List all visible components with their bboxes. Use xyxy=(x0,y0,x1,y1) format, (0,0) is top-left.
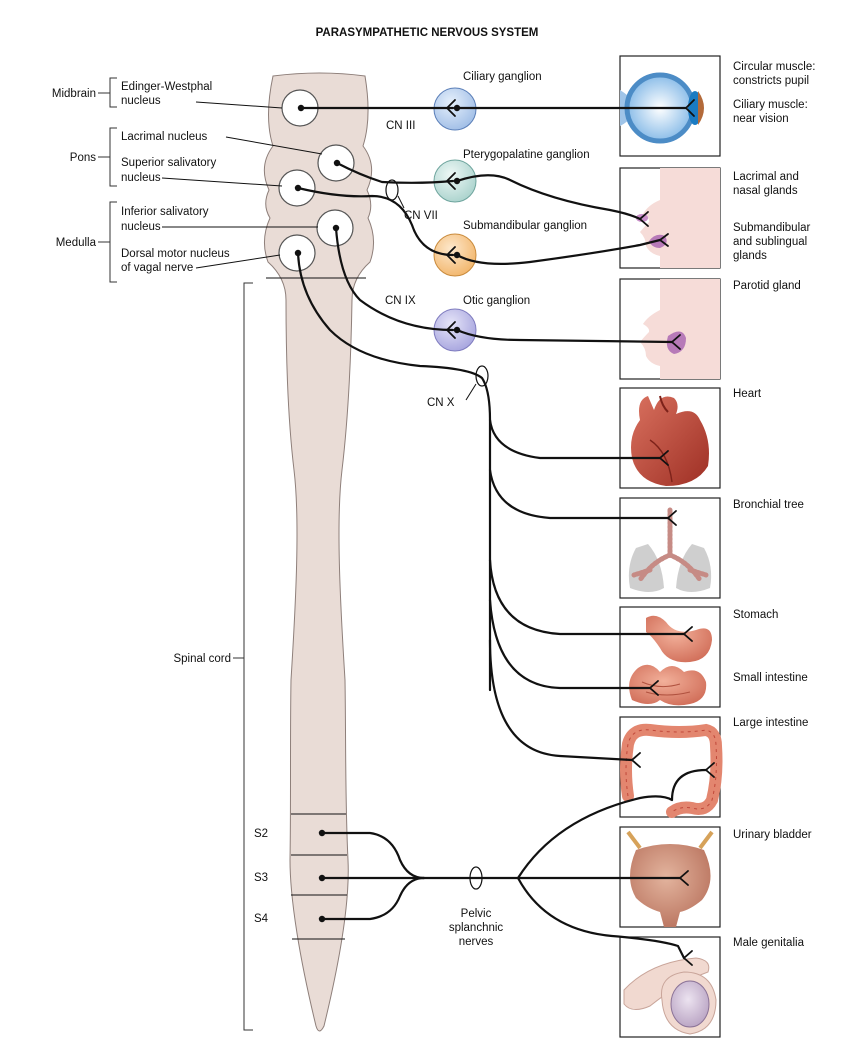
target-submand-label-3: glands xyxy=(733,250,767,262)
target-ciliary-label-2: near vision xyxy=(733,113,789,125)
pelvic-label-3: nerves xyxy=(459,936,494,948)
sacral-s4-label: S4 xyxy=(254,913,269,925)
target-heart-label: Heart xyxy=(733,388,762,400)
nerve-cn10-label: CN X xyxy=(427,397,455,409)
nucleus-sup-sal-label-1: Superior salivatory xyxy=(121,157,216,169)
target-genitalia-label: Male genitalia xyxy=(733,937,805,949)
diagram-title: PARASYMPATHETIC NERVOUS SYSTEM xyxy=(316,27,539,39)
sacral-s3-label: S3 xyxy=(254,872,268,884)
nucleus-inf-sal-label-1: Inferior salivatory xyxy=(121,206,209,218)
target-lacrimal-label-1: Lacrimal and xyxy=(733,171,799,183)
region-midbrain-label: Midbrain xyxy=(52,88,96,100)
target-lacrimal-label-2: nasal glands xyxy=(733,185,798,197)
region-medulla-label: Medulla xyxy=(56,237,97,249)
nucleus-dorsal-label-2: of vagal nerve xyxy=(121,262,193,274)
nucleus-edinger-label-1: Edinger-Westphal xyxy=(121,81,212,93)
nucleus-sup-sal-label-2: nucleus xyxy=(121,172,161,184)
nerve-cn7-label: CN VII xyxy=(404,210,438,222)
region-pons-label: Pons xyxy=(70,152,96,164)
vagus-branch-large-intestine xyxy=(490,640,632,760)
target-submand-label-2: and sublingual xyxy=(733,236,807,248)
target-ciliary-label-1: Ciliary muscle: xyxy=(733,99,808,111)
pelvic-label-1: Pelvic xyxy=(461,908,492,920)
target-small-intestine-label: Small intestine xyxy=(733,672,808,684)
ciliary-ganglion-label: Ciliary ganglion xyxy=(463,71,542,83)
nucleus-inf-sal-label-2: nucleus xyxy=(121,221,161,233)
region-spinal-cord-label: Spinal cord xyxy=(173,653,231,665)
target-circular-label-1: Circular muscle: xyxy=(733,61,815,73)
nucleus-lacrimal-label: Lacrimal nucleus xyxy=(121,131,208,143)
nucleus-edinger-label-2: nucleus xyxy=(121,95,161,107)
target-parotid-label: Parotid gland xyxy=(733,280,801,292)
pelvic-label-2: splanchnic xyxy=(449,922,504,934)
submandibular-ganglion-label: Submandibular ganglion xyxy=(463,220,587,232)
target-large-intestine-label: Large intestine xyxy=(733,717,808,729)
spinal-cord-shape xyxy=(264,73,373,1031)
target-stomach-label: Stomach xyxy=(733,609,778,621)
target-bronchial-label: Bronchial tree xyxy=(733,499,804,511)
pterygopalatine-ganglion-label: Pterygopalatine ganglion xyxy=(463,149,590,161)
nerve-cn9-label: CN IX xyxy=(385,295,416,307)
nerve-cn3-label: CN III xyxy=(386,120,415,132)
sacral-s2-label: S2 xyxy=(254,828,268,840)
target-circular-label-2: constricts pupil xyxy=(733,75,809,87)
target-bladder-label: Urinary bladder xyxy=(733,829,812,841)
nucleus-dorsal-label-1: Dorsal motor nucleus xyxy=(121,248,230,260)
target-submand-label-1: Submandibular xyxy=(733,222,811,234)
pterygopalatine-postganglionic xyxy=(457,175,640,219)
otic-ganglion-label: Otic ganglion xyxy=(463,295,530,307)
